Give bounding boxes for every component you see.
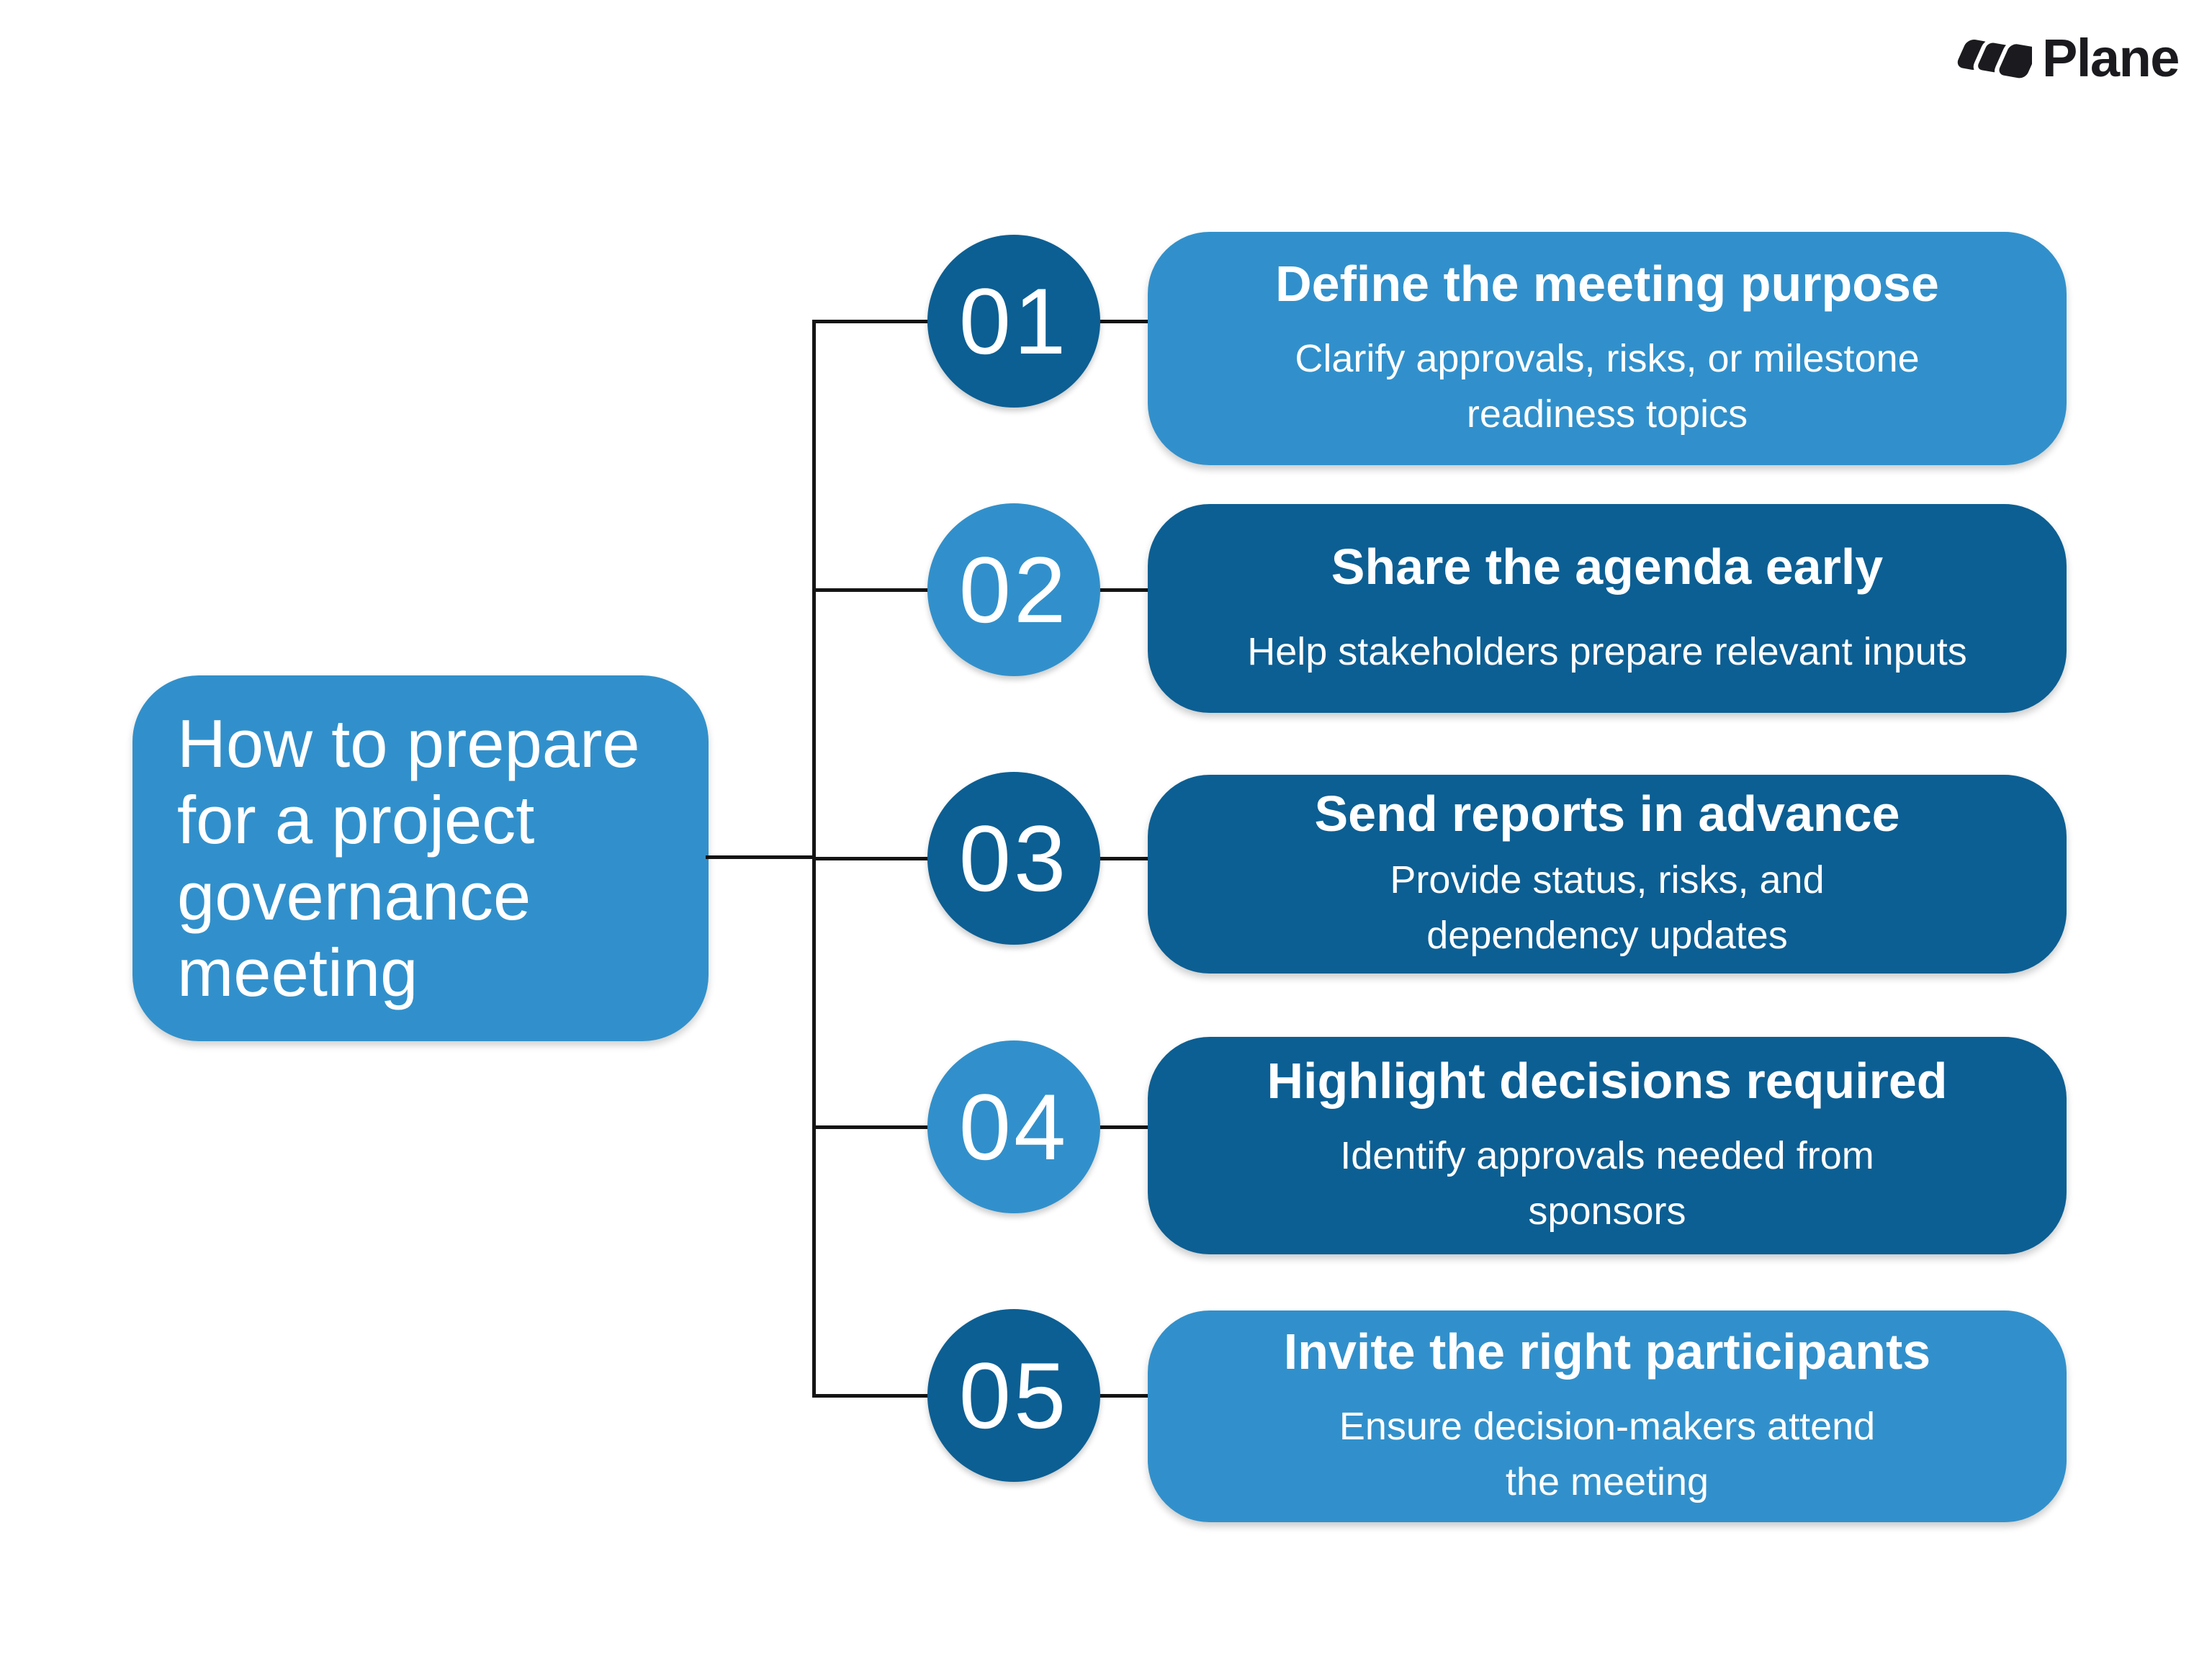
step-title: Share the agenda early xyxy=(1331,538,1884,595)
step-number: 04 xyxy=(958,1074,1069,1179)
page-title-box: How to prepare for a project governance … xyxy=(132,675,709,1041)
step-card-03: Send reports in advance Provide status, … xyxy=(1148,775,2067,974)
step-number: 01 xyxy=(958,269,1069,374)
step-card-02: Share the agenda early Help stakeholders… xyxy=(1148,504,2067,713)
step-circle-05: 05 xyxy=(927,1309,1100,1482)
step-description: Help stakeholders prepare relevant input… xyxy=(1247,629,1967,673)
step-title: Send reports in advance xyxy=(1314,786,1900,842)
step-description: Provide status, risks, and dependency up… xyxy=(1390,858,1825,957)
brand-name: Plane xyxy=(2042,28,2180,88)
connector-root xyxy=(706,855,814,859)
step-circle-03: 03 xyxy=(927,772,1100,945)
step-description: Identify approvals needed from sponsors xyxy=(1340,1134,1874,1233)
page-title: How to prepare for a project governance … xyxy=(177,705,640,1011)
step-circle-02: 02 xyxy=(927,503,1100,676)
plane-logomark-icon xyxy=(1957,38,2032,82)
step-title: Highlight decisions required xyxy=(1267,1053,1948,1110)
step-card-04: Highlight decisions required Identify ap… xyxy=(1148,1037,2067,1254)
step-number: 05 xyxy=(958,1343,1069,1448)
step-description: Ensure decision-makers attend the meetin… xyxy=(1339,1405,1876,1503)
step-card-01: Define the meeting purpose Clarify appro… xyxy=(1148,232,2067,465)
step-circle-01: 01 xyxy=(927,235,1100,408)
step-title: Invite the right participants xyxy=(1283,1323,1931,1380)
step-number: 03 xyxy=(958,806,1069,911)
step-circle-04: 04 xyxy=(927,1040,1100,1213)
step-description: Clarify approvals, risks, or milestone r… xyxy=(1295,337,1920,436)
step-title: Define the meeting purpose xyxy=(1275,256,1939,313)
brand-logo: Plane xyxy=(1953,27,2180,89)
step-number: 02 xyxy=(958,537,1069,642)
step-card-05: Invite the right participants Ensure dec… xyxy=(1148,1310,2067,1522)
